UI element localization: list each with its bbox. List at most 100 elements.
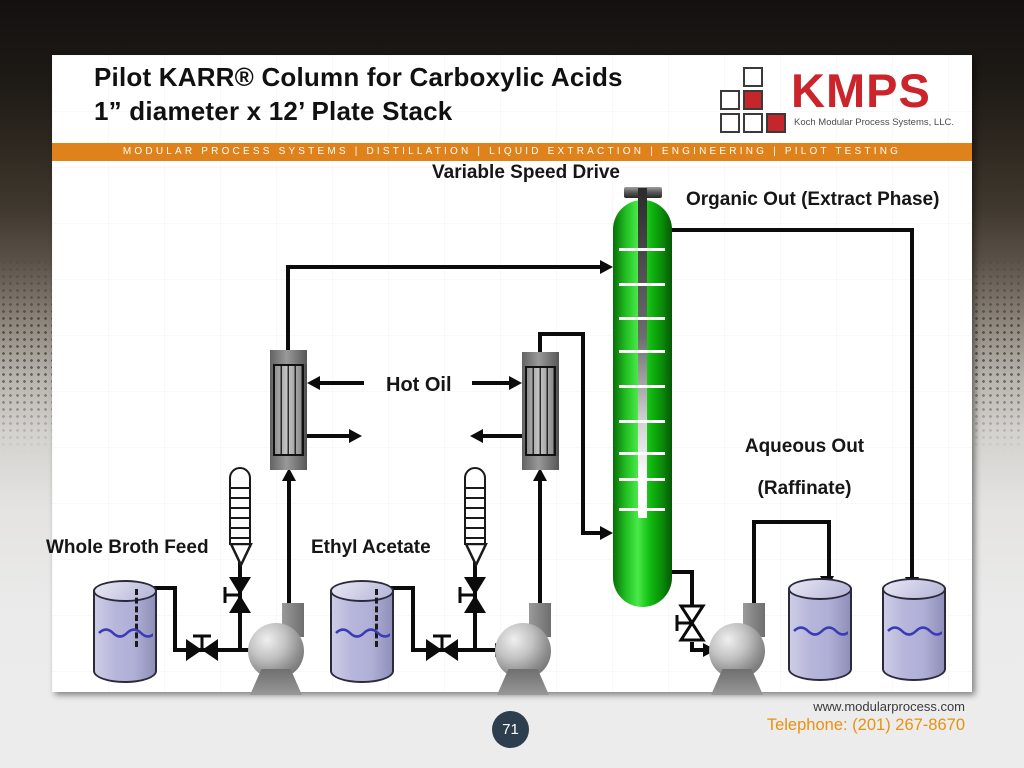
valve-solvent-rotameter [458,577,486,613]
tank-ethyl-acetate [330,580,394,683]
column-plate [619,283,665,286]
flow-arrow [533,468,547,481]
website-text: www.modularprocess.com [813,699,965,714]
column-plate [619,420,665,423]
page-number-badge: 71 [492,711,529,748]
column-plate [619,508,665,511]
hx-cap [270,350,307,364]
valve-solvent-tank-outlet [426,634,458,661]
pipe [286,265,601,269]
flow-arrow [470,429,483,443]
heat-exchanger-feed [270,350,307,470]
pipe [752,520,831,524]
hx-cap [522,352,559,366]
services-banner: MODULAR PROCESS SYSTEMS | DISTILLATION |… [52,143,972,161]
liquid-level-wave [793,626,848,636]
valve-feed-tank-outlet [186,634,218,661]
liquid-level-wave [887,626,942,636]
pump-feed [248,603,306,695]
pipe [690,648,706,652]
pump-raffinate [709,603,767,695]
pipe [538,332,585,336]
pipe [581,332,585,535]
pipe [752,520,756,605]
liquid-level-wave [98,628,153,638]
slide-title: Pilot KARR® Column for Carboxylic Acids … [94,61,623,129]
liquid-level-wave [335,628,390,638]
hx-tubes [525,366,556,456]
column-plate [619,248,665,251]
rotameter-tube [229,467,251,545]
logo-square-icon [743,67,763,87]
flow-arrow [282,468,296,481]
agitator-shaft [638,188,647,518]
valve-column-bottoms [675,604,706,642]
label-whole-broth-feed: Whole Broth Feed [46,537,209,558]
column-plate [619,317,665,320]
logo-square-icon [743,113,763,133]
logo-square-icon [766,113,786,133]
column-plate [619,350,665,353]
column-plate [619,478,665,481]
flow-arrow [509,376,522,390]
tank-organic-receiver [882,578,946,681]
rotameter-funnel [229,543,253,567]
pipe [538,479,542,603]
rotameter-funnel [464,543,488,567]
slide-title-line1: Pilot KARR® Column for Carboxylic Acids [94,62,623,92]
logo-wordmark: KMPS [791,64,931,117]
column-plate [619,385,665,388]
pipe [690,570,694,606]
pipe [411,586,415,652]
tank-dip-tube [375,589,378,647]
logo-subtitle: Koch Modular Process Systems, LLC. [794,117,954,128]
karr-column [613,188,672,607]
pipe [319,381,364,385]
heat-exchanger-solvent [522,352,559,470]
hx-tubes [273,364,304,456]
flow-arrow [307,376,320,390]
logo-square-icon [743,90,763,110]
pipe [173,586,177,652]
pipe [670,228,914,232]
slide: Pilot KARR® Column for Carboxylic Acids … [46,55,972,695]
pipe [690,642,694,652]
pump-solvent [495,603,553,695]
tank-dip-tube [135,589,138,647]
slide-title-line2: 1” diameter x 12’ Plate Stack [94,95,453,126]
tank-top [330,580,394,602]
pipe [670,570,694,574]
label-raffinate: (Raffinate) [757,478,852,499]
page-number: 71 [502,721,519,738]
hx-cap [270,456,307,470]
label-hot-oil: Hot Oil [386,374,452,396]
pipe [910,228,914,578]
pipe [472,381,510,385]
pipe [287,479,291,603]
label-ethyl-acetate: Ethyl Acetate [311,537,431,558]
pipe [482,434,522,438]
tank-top [788,578,852,600]
pipe [375,586,415,590]
logo-square-icon [720,90,740,110]
label-aqueous-out: Aqueous Out [744,436,865,457]
pipe [581,531,602,535]
hx-cap [522,456,559,470]
tank-top [882,578,946,600]
label-variable-speed-drive: Variable Speed Drive [432,162,620,183]
label-organic-out: Organic Out (Extract Phase) [686,189,940,210]
flow-arrow [349,429,362,443]
pipe [286,265,290,350]
pipe [307,434,350,438]
pipe [538,332,542,352]
flow-arrow [600,526,613,540]
valve-feed-rotameter [223,577,251,613]
tank-top [93,580,157,602]
phone-text: Telephone: (201) 267-8670 [766,716,965,734]
logo-square-icon [720,113,740,133]
tank-aqueous-receiver [788,578,852,681]
rotameter-tube [464,467,486,545]
flow-arrow [600,260,613,274]
pipe [827,520,831,578]
tank-whole-broth-feed [93,580,157,683]
